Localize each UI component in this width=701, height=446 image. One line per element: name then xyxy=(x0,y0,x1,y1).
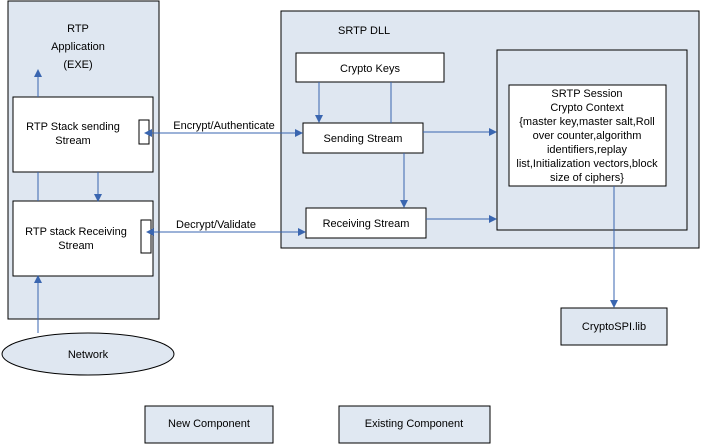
legend-new-component-label: New Component xyxy=(168,418,250,430)
sending-stream-port xyxy=(138,119,150,145)
decrypt-validate-label: Decrypt/Validate xyxy=(176,219,256,231)
srtp-dll-title: SRTP DLL xyxy=(338,25,390,37)
encrypt-authenticate-label: Encrypt/Authenticate xyxy=(173,120,275,132)
network-label: Network xyxy=(68,349,109,361)
rtp-receiving-line-1: RTP stack Receiving xyxy=(25,226,127,238)
session-line-1: SRTP Session xyxy=(551,88,622,100)
session-line-3: {master key,master salt,Roll xyxy=(519,116,655,128)
cryptospi-lib-box: CryptoSPI.lib xyxy=(560,307,668,346)
rtp-app-title-line-3: (EXE) xyxy=(63,59,92,71)
rtp-app-title-line-1: RTP xyxy=(67,23,89,35)
crypto-keys-label: Crypto Keys xyxy=(340,63,400,75)
connectors xyxy=(34,69,618,333)
sending-stream-label: Sending Stream xyxy=(324,133,403,145)
session-line-2: Crypto Context xyxy=(550,102,623,114)
rtp-receiving-line-2: Stream xyxy=(58,240,93,252)
session-line-7: size of ciphers} xyxy=(550,172,624,184)
cryptospi-lib-label: CryptoSPI.lib xyxy=(582,321,646,333)
rtp-stack-receiving-stream-box: RTP stack Receiving Stream xyxy=(12,200,154,277)
rtp-sending-line-2: Stream xyxy=(55,135,90,147)
legend-existing-component: Existing Component xyxy=(338,405,491,444)
rtp-app-title-line-2: Application xyxy=(51,41,105,53)
rtp-sending-line-1: RTP Stack sending xyxy=(26,121,120,133)
legend-new-component: New Component xyxy=(144,405,274,444)
receiving-stream-port xyxy=(140,219,152,254)
session-line-5: identifiers,replay xyxy=(547,144,628,156)
session-line-4: over counter,algorithm xyxy=(533,130,642,142)
network-node: Network xyxy=(1,332,175,376)
receiving-stream-box: Receiving Stream xyxy=(305,207,427,239)
crypto-keys-box: Crypto Keys xyxy=(295,52,445,83)
sending-stream-box: Sending Stream xyxy=(302,122,424,154)
receiving-stream-label: Receiving Stream xyxy=(323,218,410,230)
legend-existing-component-label: Existing Component xyxy=(365,418,463,430)
srtp-session-crypto-context-box: SRTP Session Crypto Context {master key,… xyxy=(508,84,667,187)
session-line-6: list,Initialization vectors,block xyxy=(516,158,658,170)
rtp-stack-sending-stream-box: RTP Stack sending Stream xyxy=(12,96,154,173)
